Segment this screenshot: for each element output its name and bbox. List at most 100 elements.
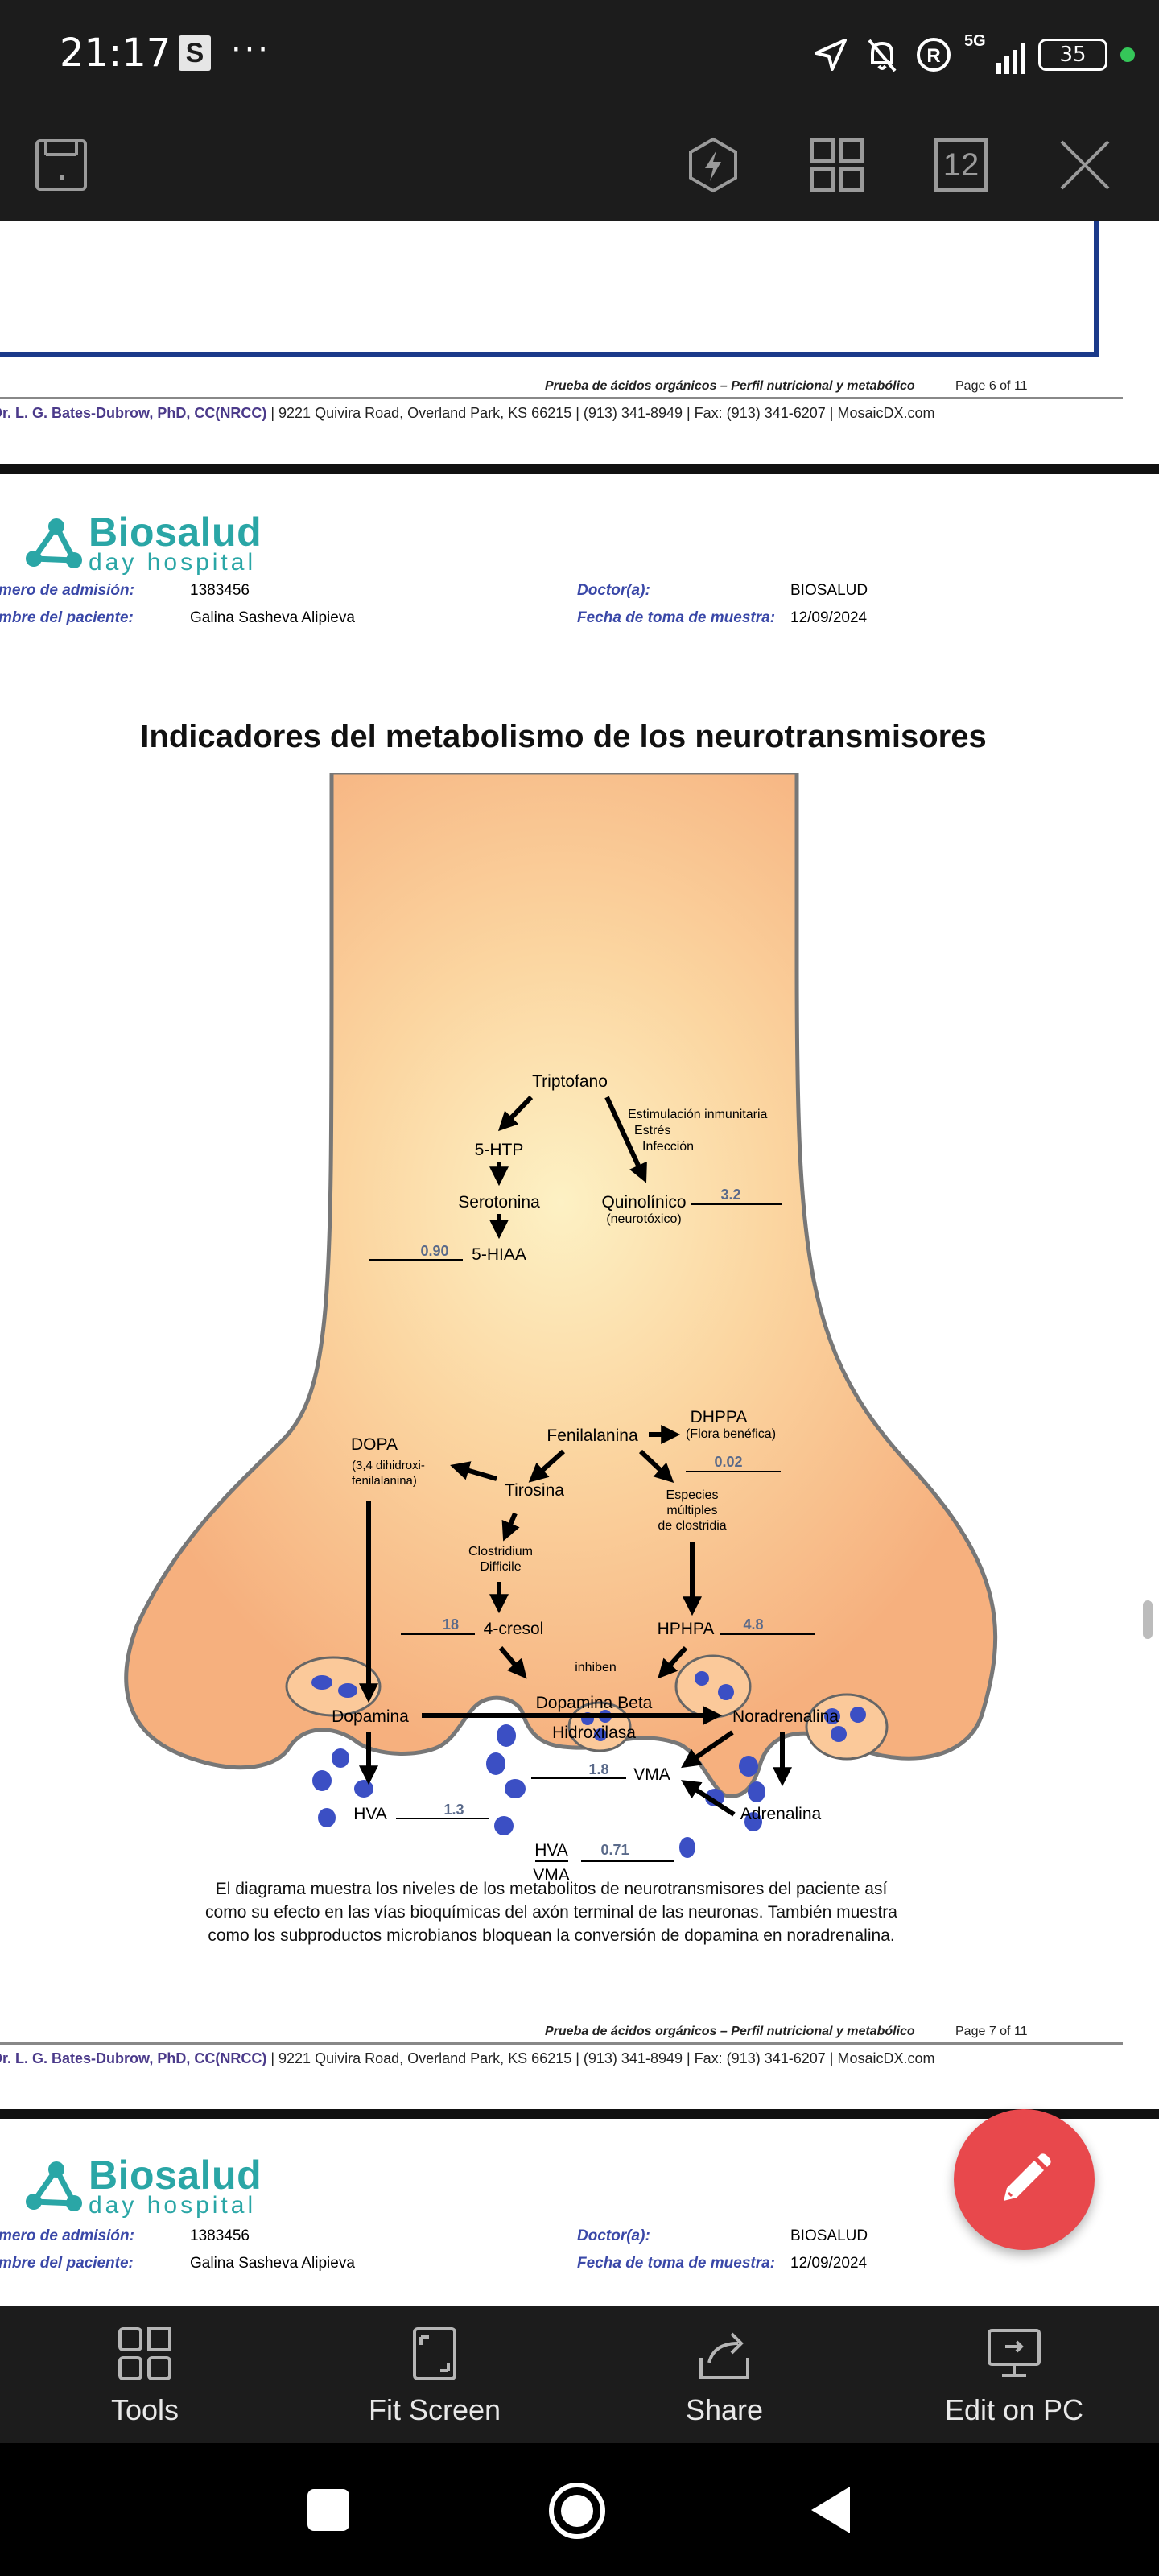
label-especies3: de clostridia: [658, 1519, 726, 1533]
desktop-icon: [988, 2329, 1041, 2377]
doctor-label: Doctor(a):: [577, 582, 650, 599]
label-estimulacion: Estimulación inmunitaria: [628, 1108, 768, 1121]
footer-divider: [0, 397, 1123, 399]
app-badge-icon: S: [179, 35, 211, 71]
home-button[interactable]: [547, 2481, 607, 2545]
share-label: Share: [685, 2393, 764, 2426]
caption-line-1: El diagrama muestra los niveles de los m…: [215, 1880, 888, 1898]
pencil-icon: [1003, 2153, 1051, 2201]
footer-address: Dr. L. G. Bates-Dubrow, PhD, CC(NRCC) | …: [0, 405, 934, 422]
biosalud-logo-page-8: Biosalud day hospital: [24, 2153, 262, 2218]
label-serotonina: Serotonina: [458, 1193, 540, 1212]
quick-action-button[interactable]: [673, 125, 753, 205]
page-count-icon: [934, 138, 988, 192]
molecule-logo-icon: [26, 2161, 82, 2211]
edit-fab-button[interactable]: [954, 2109, 1095, 2250]
footer-title-page-7: Prueba de ácidos orgánicos – Perfil nutr…: [545, 2025, 915, 2038]
footer-author: Dr. L. G. Bates-Dubrow, PhD, CC(NRCC): [0, 405, 267, 421]
label-hva: HVA: [353, 1805, 387, 1823]
label-especies1: Especies: [666, 1488, 719, 1502]
value-vma: 1.8: [588, 1761, 608, 1777]
value-quinolinico: 3.2: [720, 1187, 740, 1203]
label-dhppa: DHPPA: [691, 1408, 748, 1426]
label-5hiaa: 5-HIAA: [472, 1245, 526, 1264]
label-dbh2: Hidroxilasa: [552, 1724, 636, 1742]
sample-date-value-page-8: 12/09/2024: [790, 2255, 868, 2272]
label-vma: VMA: [633, 1765, 670, 1784]
recents-icon: [307, 2489, 349, 2531]
back-button[interactable]: [808, 2485, 853, 2539]
close-button[interactable]: [1045, 125, 1125, 205]
grid-view-button[interactable]: [797, 125, 877, 205]
home-icon: [549, 2483, 605, 2539]
tools-icon: [118, 2327, 171, 2380]
logo-brand: Biosalud: [89, 2153, 262, 2198]
footer-page-7: Page 7 of 11: [955, 2025, 1028, 2038]
footer-page-6: Page 6 of 11: [955, 379, 1028, 393]
recents-button[interactable]: [307, 2489, 349, 2531]
footer-contact: | 9221 Quivira Road, Overland Park, KS 6…: [266, 405, 935, 421]
sample-date-value: 12/09/2024: [790, 609, 868, 626]
save-button[interactable]: [21, 125, 101, 205]
patient-name-value: Galina Sasheva Alipieva: [190, 609, 355, 626]
share-button[interactable]: Share: [580, 2306, 869, 2443]
lightning-hexagon-icon: [689, 137, 737, 193]
status-time: 21:17: [60, 31, 171, 76]
back-icon: [811, 2487, 850, 2533]
value-hphpa: 4.8: [743, 1616, 763, 1633]
doctor-value: BIOSALUD: [790, 582, 868, 599]
label-neurotoxico: (neurotóxico): [606, 1212, 681, 1226]
sample-date-label: Fecha de toma de muestra:: [577, 609, 776, 626]
value-lines: [369, 1203, 815, 1862]
scrollbar-thumb[interactable]: [1143, 1600, 1153, 1639]
location-icon: [815, 39, 847, 71]
edit-on-pc-button[interactable]: Edit on PC: [869, 2306, 1159, 2443]
doctor-label-page-8: Doctor(a):: [577, 2227, 650, 2244]
pathway-arrows: [359, 1095, 792, 1817]
caption-line-2: como su efecto en las vías bioquímicas d…: [205, 1903, 897, 1922]
label-5htp: 5-HTP: [475, 1141, 524, 1159]
value-hva: 1.3: [443, 1802, 464, 1818]
page-count-button[interactable]: 12: [921, 125, 1001, 205]
page-separator-2: [0, 2109, 1159, 2119]
sample-date-label-page-8: Fecha de toma de muestra:: [577, 2255, 776, 2272]
signal-icon: 5G: [964, 32, 1025, 74]
neurotransmitter-diagram: Triptofano Estimulación inmunitaria Estr…: [124, 773, 998, 1885]
label-4cresol: 4-cresol: [484, 1620, 544, 1638]
status-icons: R 5G 35: [811, 32, 1135, 77]
tools-button[interactable]: Tools: [0, 2306, 290, 2443]
bottom-action-bar: Tools Fit Screen Share Edit on PC: [0, 2306, 1159, 2443]
more-notifications-icon: ···: [230, 27, 270, 67]
camera-indicator-dot: [1120, 47, 1135, 62]
status-bar: 21:17 S ··· R 5G 35: [0, 0, 1159, 109]
label-hphpa: HPHPA: [658, 1620, 715, 1638]
footer-divider-page-7: [0, 2042, 1123, 2045]
tools-label: Tools: [110, 2393, 179, 2426]
logo-subtitle: day hospital: [89, 549, 257, 576]
label-noradrenalina: Noradrenalina: [732, 1707, 839, 1726]
logo-brand: Biosalud: [89, 510, 262, 555]
value-dhppa: 0.02: [714, 1454, 742, 1470]
label-especies2: múltiples: [666, 1504, 717, 1517]
edit-on-pc-label: Edit on PC: [944, 2393, 1084, 2426]
network-label: 5G: [964, 32, 986, 50]
value-hva-vma-ratio: 0.71: [600, 1842, 629, 1858]
label-dbh1: Dopamina Beta: [536, 1694, 653, 1712]
registered-icon: R: [917, 38, 951, 72]
fit-screen-label: Fit Screen: [368, 2393, 501, 2426]
doctor-value-page-8: BIOSALUD: [790, 2227, 868, 2244]
close-icon: [1060, 140, 1110, 190]
label-triptofano: Triptofano: [532, 1072, 608, 1091]
molecule-logo-icon: [26, 518, 82, 568]
fit-screen-button[interactable]: Fit Screen: [290, 2306, 580, 2443]
value-4cresol: 18: [443, 1616, 459, 1633]
document-viewer[interactable]: Prueba de ácidos orgánicos – Perfil nutr…: [0, 221, 1159, 2306]
label-clostridium2: Difficile: [480, 1560, 521, 1574]
patient-name-label: mbre del paciente:: [0, 609, 134, 626]
neuron-body: [124, 773, 998, 1798]
admission-number-label: mero de admisión:: [0, 582, 134, 599]
patient-name-value-page-8: Galina Sasheva Alipieva: [190, 2255, 355, 2272]
admission-number-label-page-8: mero de admisión:: [0, 2227, 134, 2244]
label-estres: Estrés: [634, 1124, 670, 1137]
patient-name-label-page-8: mbre del paciente:: [0, 2255, 134, 2272]
